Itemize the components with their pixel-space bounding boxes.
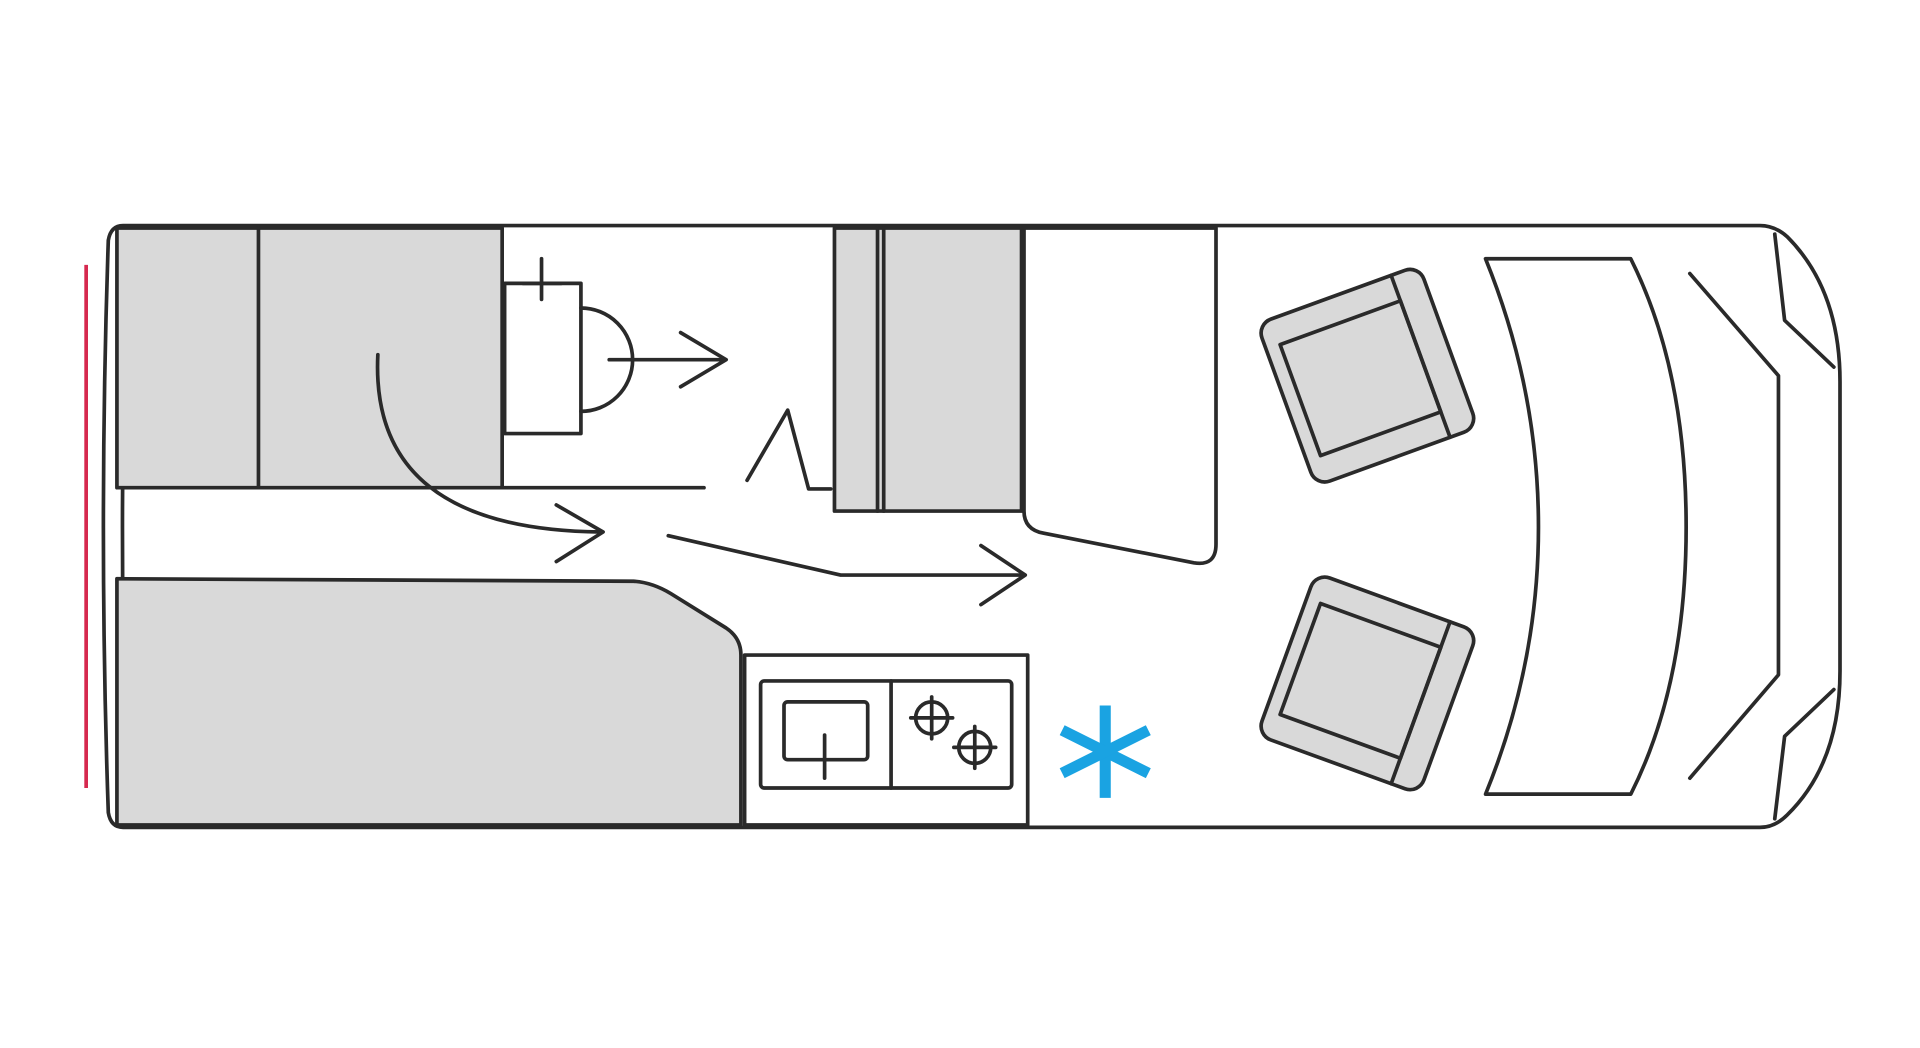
arrow-icon bbox=[666, 533, 1028, 607]
arrow-icon bbox=[607, 330, 728, 389]
hob-icon bbox=[908, 695, 998, 771]
front-bumper bbox=[1772, 232, 1836, 369]
rear-bed-lower bbox=[115, 576, 743, 827]
sink-icon bbox=[782, 700, 870, 780]
rear-bed-upper bbox=[115, 226, 504, 490]
arrow-icon bbox=[375, 352, 605, 564]
cab-seat-icon bbox=[1259, 267, 1476, 484]
table bbox=[1022, 226, 1218, 566]
door-swing bbox=[745, 408, 833, 491]
asterisk-icon bbox=[1059, 705, 1151, 798]
dashboard bbox=[1483, 256, 1688, 796]
cab-seat-icon bbox=[1259, 575, 1476, 792]
front-bumper bbox=[1772, 687, 1836, 821]
wardrobe bbox=[832, 226, 1024, 513]
windshield bbox=[1688, 271, 1781, 780]
toilet-icon bbox=[502, 256, 635, 436]
